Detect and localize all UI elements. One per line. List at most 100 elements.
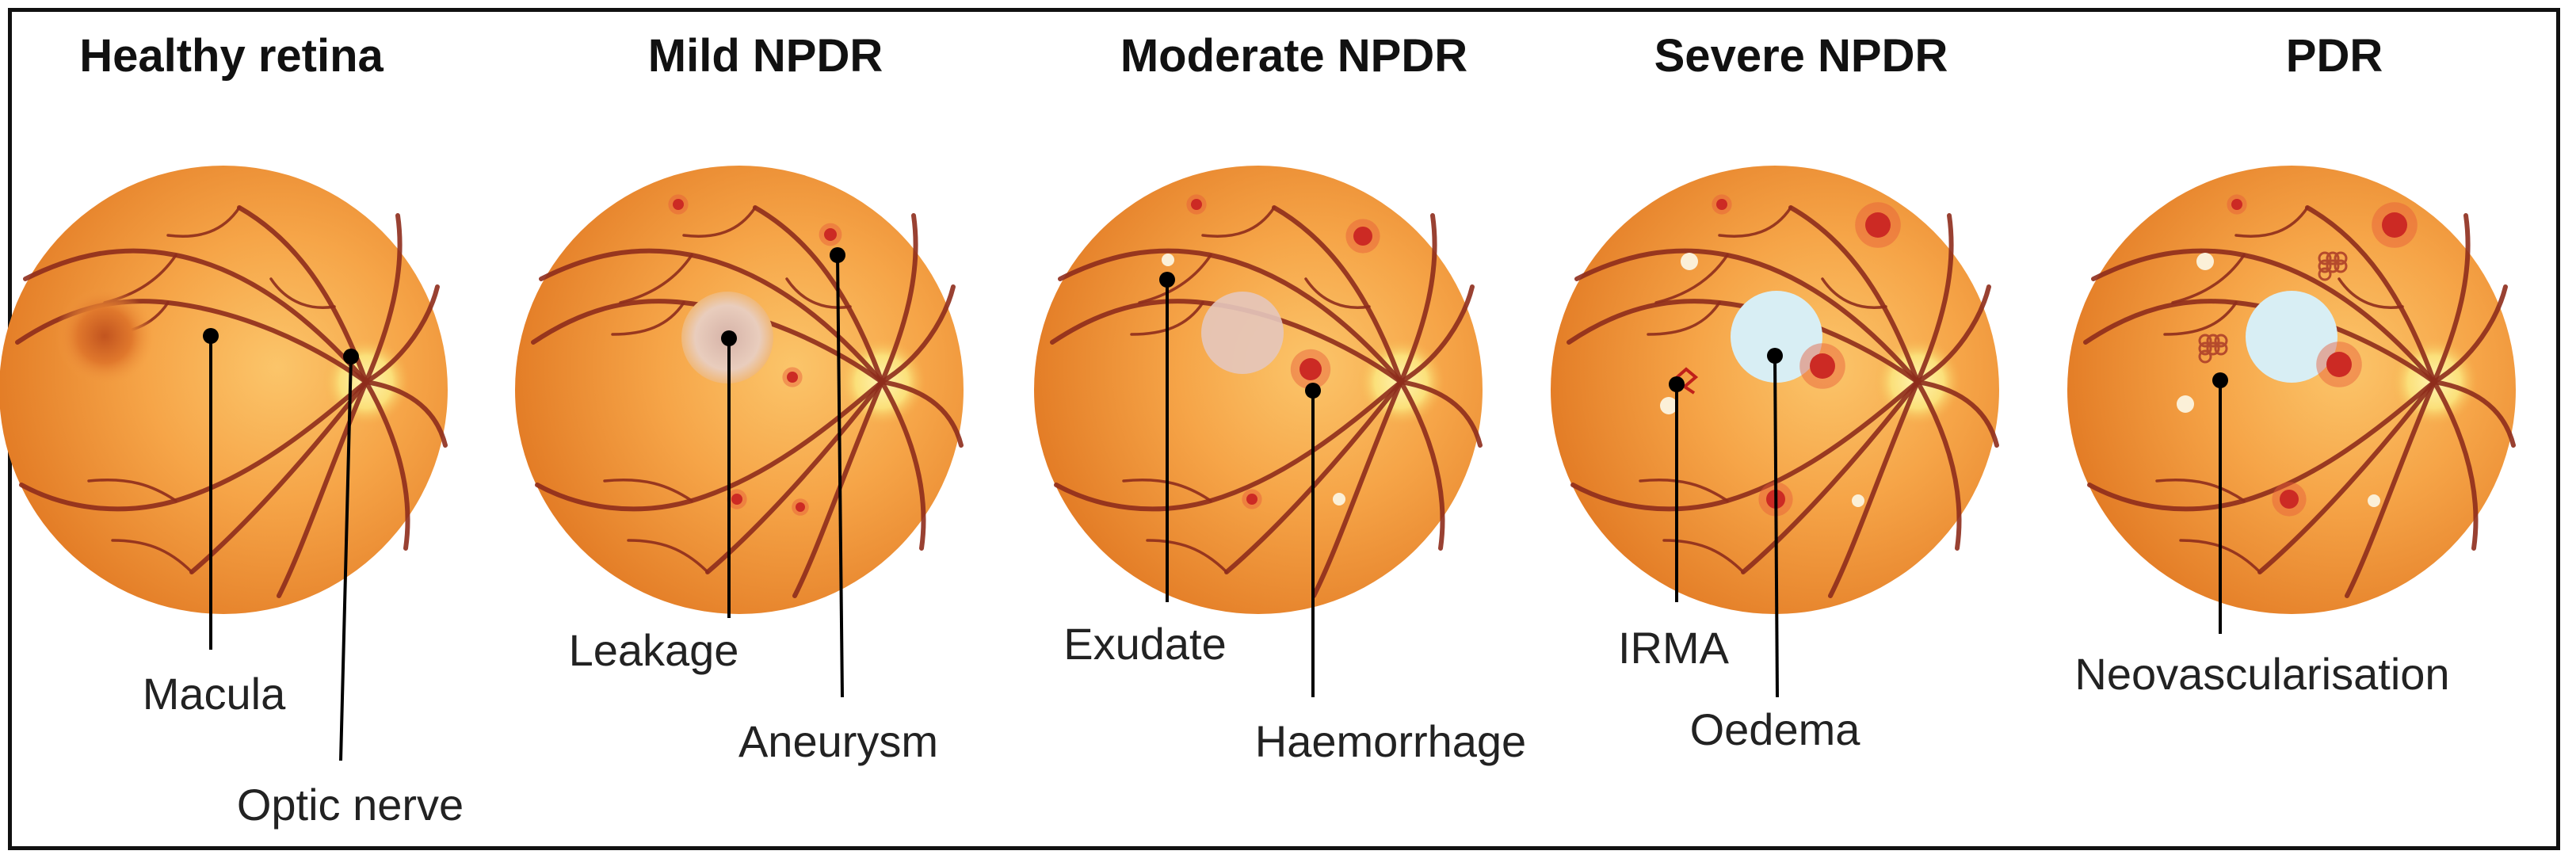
retinal-vessel	[277, 380, 368, 598]
haemorrhage-spot	[731, 494, 742, 505]
haemorrhage-spot	[1353, 227, 1372, 246]
retinal-vessel	[2345, 380, 2437, 598]
retinal-vessel	[2305, 205, 2437, 384]
retinal-vessel	[1741, 380, 1920, 574]
exudate-spot	[1852, 494, 1864, 507]
neovascular-tuft	[2326, 259, 2340, 273]
retinal-vessel	[189, 380, 368, 574]
retinal-vessel	[1311, 380, 1403, 598]
retinal-vessel	[269, 277, 336, 309]
retinal-vessel	[1718, 206, 1792, 238]
retinal-vessel	[23, 248, 368, 384]
fundus	[515, 166, 964, 614]
retinal-vessel	[2432, 380, 2516, 448]
retinal-vessel	[1828, 380, 1920, 598]
retinal-vessel	[364, 213, 403, 384]
callout-label: Leakage	[569, 625, 739, 675]
haemorrhage-spot	[1716, 199, 1727, 210]
neovascular-tuft	[2198, 334, 2212, 348]
neovascular-tuft	[2334, 251, 2348, 265]
callout-label: Haemorrhage	[1255, 716, 1526, 766]
retinal-vessel	[785, 277, 852, 309]
haemorrhage-spot	[673, 199, 684, 210]
retinal-vessel	[753, 205, 884, 384]
retinal-vessel	[2257, 380, 2437, 574]
retinal-vessel	[364, 380, 448, 448]
callout-label: Aneurysm	[738, 716, 938, 766]
retinal-vessel	[364, 380, 410, 551]
retinal-vessel	[2432, 380, 2479, 551]
retinal-vessel	[1399, 284, 1475, 384]
haemorrhage-spot	[2382, 212, 2407, 238]
neovascular-tuft	[2318, 267, 2332, 281]
retinal-vessel	[1915, 380, 1999, 448]
callout-label: Optic nerve	[237, 780, 464, 830]
retinal-vessel	[1399, 380, 1445, 551]
neovascular-tuft	[2318, 251, 2332, 265]
neovascular-tuft	[2334, 259, 2348, 273]
retinal-vessel	[1915, 284, 1991, 384]
callout-leader	[836, 254, 844, 698]
retinal-vessel	[2163, 301, 2238, 336]
panel-title: Mild NPDR	[648, 30, 883, 82]
retinal-vessel	[792, 380, 884, 598]
retinal-vessel	[880, 284, 956, 384]
oedema-area	[1201, 292, 1284, 374]
exudate-spot	[2177, 395, 2194, 413]
callout-label: Oedema	[1690, 704, 1861, 754]
macula	[55, 287, 154, 385]
neovascular-tuft	[2326, 251, 2340, 265]
oedema-area	[2246, 291, 2337, 383]
retinal-vessel	[2179, 539, 2261, 574]
exudate-spot	[1333, 493, 1345, 505]
retinal-vessel	[2091, 248, 2437, 384]
retinal-vessel	[2171, 254, 2246, 304]
retinal-vessel	[2155, 478, 2246, 502]
retinal-vessel	[2432, 213, 2471, 384]
neovascular-tuft	[2198, 349, 2212, 364]
retinal-vessel	[364, 284, 440, 384]
retinal-vessel	[1399, 380, 1483, 448]
retinal-vessel	[627, 539, 709, 574]
neovascular-tuft	[2206, 334, 2220, 348]
retinal-vessel	[111, 539, 193, 574]
neovascular-tuft	[2206, 341, 2220, 356]
retinal-vessel	[619, 254, 693, 304]
retinal-vessel	[682, 206, 757, 238]
neovascular-tuft	[2198, 341, 2212, 356]
fundus	[2067, 166, 2516, 614]
retinal-vessel	[1639, 478, 1729, 502]
callout-label: IRMA	[1618, 623, 1730, 673]
retinal-vessel	[1272, 205, 1403, 384]
retinal-vessel	[1662, 539, 1745, 574]
retinal-vessel	[1654, 254, 1729, 304]
retinal-vessel	[1130, 301, 1204, 336]
haemorrhage-spot	[796, 502, 805, 512]
retinal-vessel	[1058, 248, 1403, 384]
haemorrhage-spot	[2231, 199, 2242, 210]
panel-severe-npdr: Severe NPDR IRMA Oedema	[1551, 30, 1999, 754]
haemorrhage-spot	[1810, 353, 1835, 379]
retinal-vessel	[1201, 206, 1276, 238]
exudate-spot	[1681, 253, 1698, 270]
retinal-vessel	[87, 478, 177, 502]
retinal-vessel	[2337, 277, 2404, 309]
panel-title: Severe NPDR	[1654, 30, 1948, 82]
callout-label: Neovascularisation	[2074, 649, 2449, 699]
retinal-vessel	[2234, 206, 2309, 238]
retinal-vessel	[1122, 478, 1212, 502]
exudate-spot	[2368, 494, 2380, 507]
panel-title: PDR	[2286, 30, 2383, 82]
retinal-vessel	[611, 301, 685, 336]
panel-title: Moderate NPDR	[1120, 30, 1467, 82]
retinal-vessel	[1399, 213, 1437, 384]
oedema-area	[1731, 291, 1822, 383]
exudate-spot	[1660, 397, 1677, 414]
retinal-vessel	[1821, 277, 1887, 309]
callout-label: Exudate	[1063, 619, 1227, 669]
retinal-vessel	[1304, 277, 1371, 309]
retinal-vessel	[1574, 248, 1920, 384]
haemorrhage-spot	[2326, 352, 2352, 377]
